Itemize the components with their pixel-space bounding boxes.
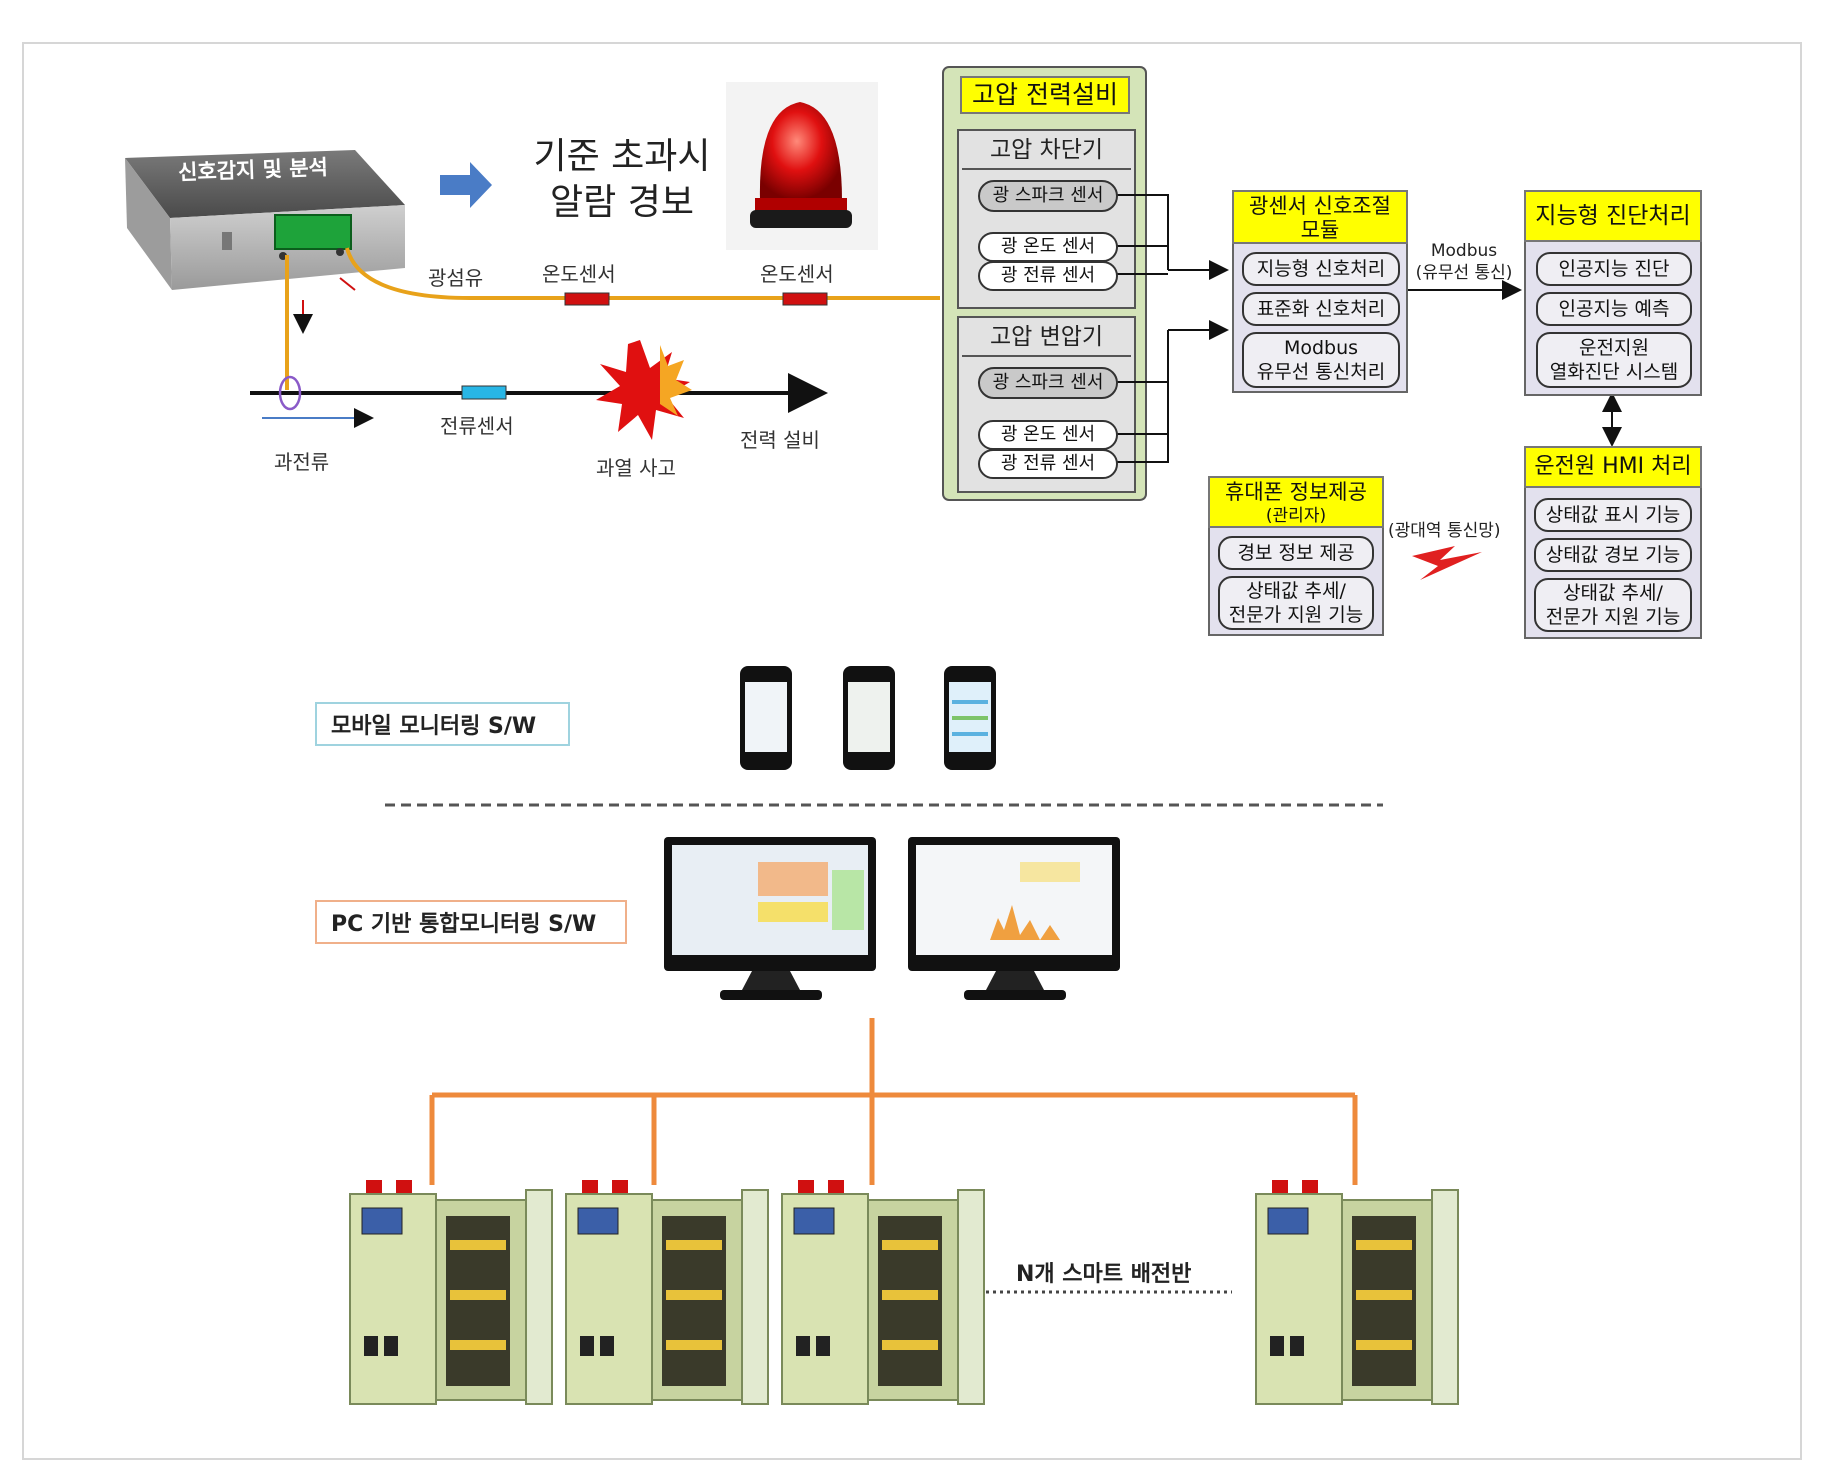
current-sensor-label: 전류센서 <box>440 414 514 438</box>
wide-network-label: (광대역 통신망) <box>1388 521 1501 541</box>
fiber-label: 광섬유 <box>428 266 484 290</box>
orange-network-bus <box>429 1018 1358 1185</box>
signal-analyzer-title: 신호감지 및 분석 <box>177 155 329 185</box>
temp-sensor-label-1: 온도센서 <box>542 262 616 286</box>
breaker-temp-sensor: 광 온도 센서 <box>978 232 1118 262</box>
overheat-label: 과열 사고 <box>596 456 676 480</box>
hmi-item-3-line1: 상태값 추세/ <box>1563 582 1663 604</box>
alarm-text-line1: 기준 초과시 <box>533 136 711 177</box>
diagnosis-item-3-line1: 운전지원 <box>1579 337 1649 359</box>
diagnosis-item-3-line2: 열화진단 시스템 <box>1549 361 1679 383</box>
signal-module-title: 광센서 신호조절 모듈 <box>1232 190 1408 244</box>
alarm-text-line2: 알람 경보 <box>550 182 694 223</box>
signal-module-item-2: 표준화 신호처리 <box>1242 292 1400 326</box>
hmi-item-2: 상태값 경보 기능 <box>1534 538 1692 572</box>
blue-right-arrow-icon <box>440 162 492 208</box>
breaker-current-sensor: 광 전류 센서 <box>978 261 1118 291</box>
current-sensor-marker <box>461 385 507 400</box>
mobile-info-item-2: 상태값 추세/ 전문가 지원 기능 <box>1218 576 1374 630</box>
breaker-spark-sensor: 광 스파크 센서 <box>978 180 1118 212</box>
mobile-sw-tag: 모바일 모니터링 S/W <box>315 702 570 746</box>
modbus-link-line1: Modbus <box>1430 241 1498 261</box>
distribution-panel-3 <box>781 1180 985 1405</box>
hmi-item-3: 상태값 추세/ 전문가 지원 기능 <box>1534 578 1692 632</box>
diagnosis-item-1: 인공지능 진단 <box>1536 252 1692 286</box>
signal-analyzer-device <box>125 150 405 290</box>
transformer-title: 고압 변압기 <box>962 319 1131 357</box>
signal-module-title-line2: 모듈 <box>1300 218 1340 242</box>
mobile-info-item-2-line2: 전문가 지원 기능 <box>1228 604 1364 626</box>
signal-module-modbus-line2: 유무선 통신처리 <box>1256 361 1386 383</box>
transformer-current-sensor: 광 전류 센서 <box>978 449 1118 479</box>
distribution-panel-2 <box>565 1180 769 1405</box>
ct-ring <box>278 375 302 411</box>
hmi-title: 운전원 HMI 처리 <box>1524 446 1702 488</box>
red-beacon-icon <box>726 82 878 250</box>
optical-fiber-line <box>345 247 940 300</box>
power-equipment-label: 전력 설비 <box>740 428 820 452</box>
hmi-item-3-line2: 전문가 지원 기능 <box>1545 606 1681 628</box>
mobile-phones <box>740 666 996 770</box>
distribution-panel-4 <box>1255 1180 1459 1405</box>
transformer-temp-sensor: 광 온도 센서 <box>978 420 1118 450</box>
signal-module-modbus-line1: Modbus <box>1283 337 1359 359</box>
hmi-item-1: 상태값 표시 기능 <box>1534 498 1692 532</box>
transformer-spark-sensor: 광 스파크 센서 <box>978 367 1118 399</box>
mobile-info-item-2-line1: 상태값 추세/ <box>1246 580 1346 602</box>
mobile-info-item-1: 경보 정보 제공 <box>1218 536 1374 570</box>
smart-panels-label: N개 스마트 배전반 <box>1016 1262 1192 1287</box>
overcurrent-label: 과전류 <box>274 450 330 474</box>
modbus-link-line2: (유무선 통신) <box>1415 263 1513 283</box>
alarm-text: 기준 초과시 알람 경보 <box>522 134 722 226</box>
diagnosis-item-3: 운전지원 열화진단 시스템 <box>1536 332 1692 388</box>
diagnosis-item-2: 인공지능 예측 <box>1536 292 1692 326</box>
signal-module-modbus: Modbus 유무선 통신처리 <box>1242 332 1400 388</box>
signal-module-title-line1: 광센서 신호조절 <box>1249 194 1391 218</box>
temperature-sensor-2 <box>782 292 828 306</box>
distribution-panel-1 <box>349 1180 553 1405</box>
mobile-info-title-line1: 휴대폰 정보제공 <box>1225 480 1367 504</box>
breaker-title: 고압 차단기 <box>962 132 1131 170</box>
temp-sensor-label-2: 온도센서 <box>760 262 834 286</box>
hv-equipment-title: 고압 전력설비 <box>960 76 1130 114</box>
mobile-info-title-line2: (관리자) <box>1265 506 1327 526</box>
diagram-frame <box>22 42 1802 1460</box>
temperature-sensor-1 <box>564 292 610 306</box>
pc-sw-tag: PC 기반 통합모니터링 S/W <box>315 900 627 944</box>
modbus-link-label: Modbus (유무선 통신) <box>1404 240 1524 284</box>
wireless-lightning-icon <box>1412 546 1482 580</box>
pc-monitors <box>664 837 1120 1000</box>
diagnosis-title: 지능형 진단처리 <box>1524 190 1702 242</box>
mobile-info-title: 휴대폰 정보제공 (관리자) <box>1208 476 1384 528</box>
signal-module-item-1: 지능형 신호처리 <box>1242 252 1400 286</box>
